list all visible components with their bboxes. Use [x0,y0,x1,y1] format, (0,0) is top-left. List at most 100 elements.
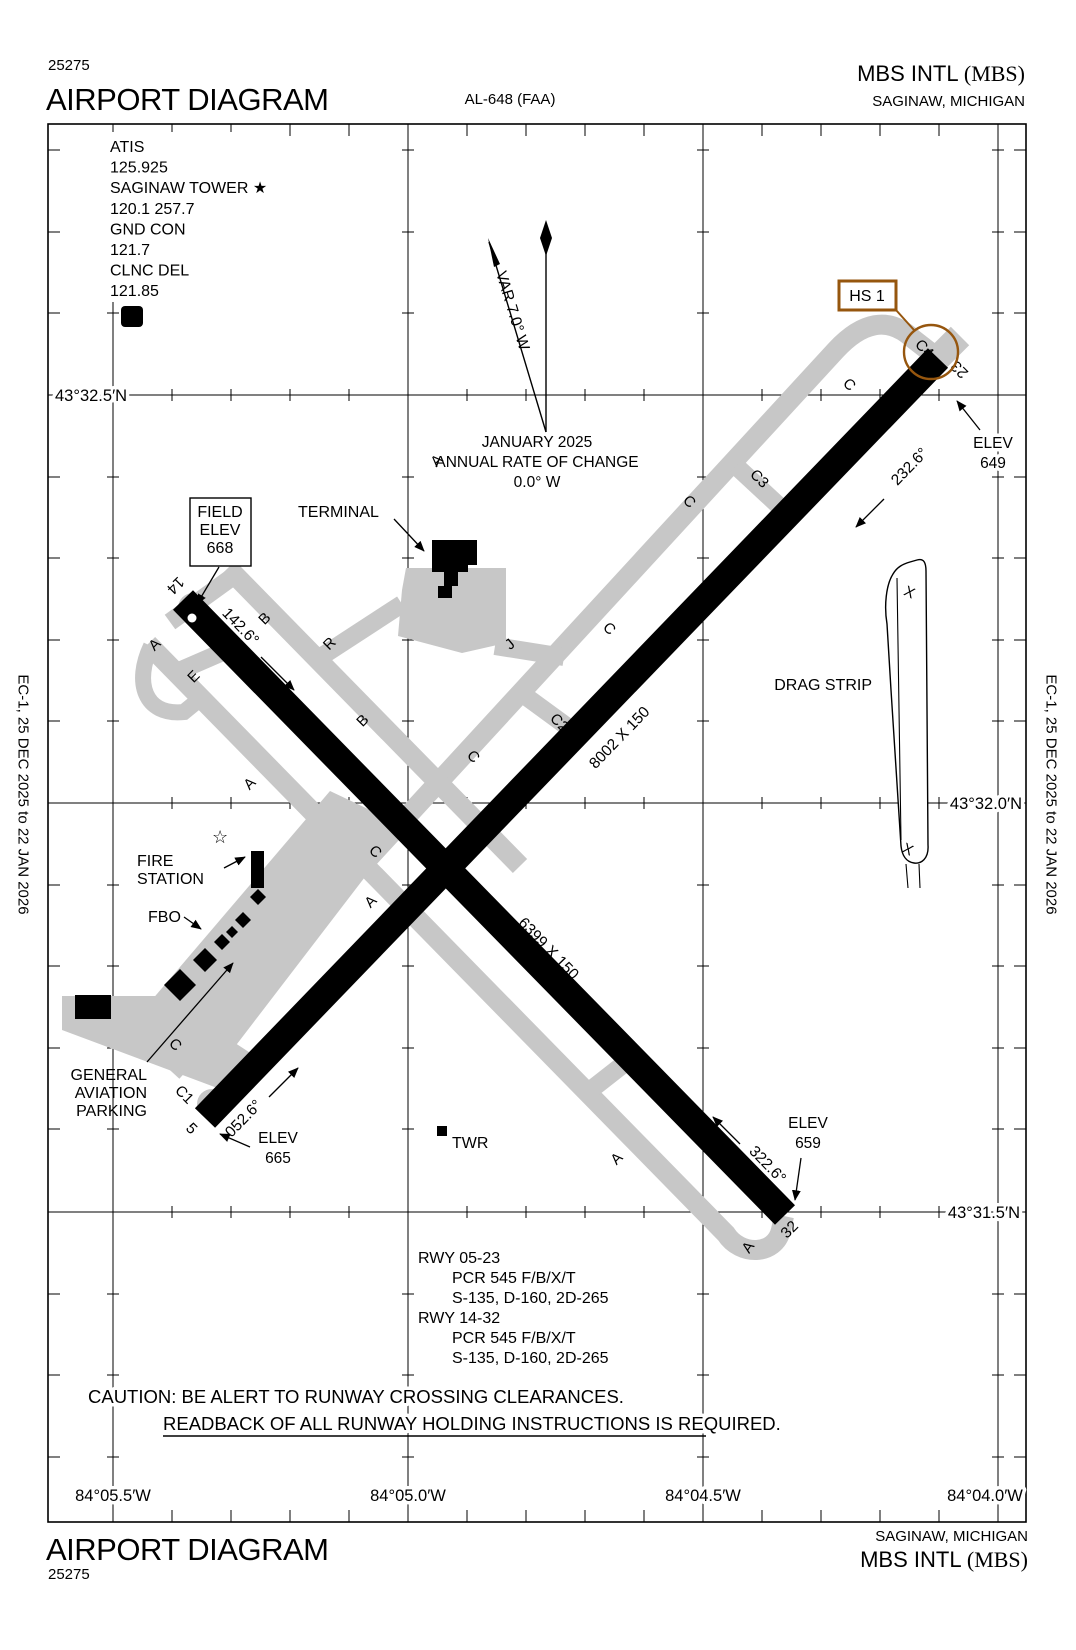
comm-line: 120.1 257.7 [110,201,195,218]
fire-station-label-2: STATION [137,871,204,888]
datis-icon [121,306,143,327]
comm-background [95,132,277,302]
runway-data-line: RWY 14-32 [418,1310,500,1327]
taxiway-label-c1: C1 [171,1082,197,1108]
procedure-id: AL-648 (FAA) [464,91,556,108]
caution-line1: CAUTION: BE ALERT TO RUNWAY CROSSING CLE… [88,1386,624,1407]
ga-building [75,995,111,1019]
runway-14-32 [172,590,796,1225]
ga-parking-label-1: GENERAL [71,1067,148,1084]
city-state-header: SAGINAW, MICHIGAN [872,93,1025,110]
magnetic-north-barb [488,238,500,267]
chart-number-top: 25275 [48,57,90,74]
fbo-building [226,926,238,938]
taxiway-label-a: A [607,1149,626,1168]
field-elev-rect [189,497,252,567]
elev-659-arrow [792,1157,802,1201]
taxiway-c3 [729,459,785,512]
field-elev-line1: FIELD [197,504,242,521]
fbo-building [164,969,196,1001]
runway-data-line: S-135, D-160, 2D-265 [452,1290,609,1307]
comm-line: SAGINAW TOWER ★ [110,180,267,197]
field-elev-line2: ELEV [200,522,241,539]
field-elev-line3: 668 [207,540,234,557]
airport-name-header: MBS INTL (MBS) [700,61,1025,87]
heading-322-arrow [712,1116,741,1145]
elev-649-arrow [956,400,981,431]
drag-strip: X X DRAG STRIP [771,558,929,889]
datis-letter: D [127,309,138,326]
elev-665-arrow [219,1133,251,1148]
terminal-building [432,540,477,598]
longitude-label: 84°05.0′W [370,1487,446,1505]
caution-line2: READBACK OF ALL RUNWAY HOLDING INSTRUCTI… [163,1413,781,1434]
elev-665-value: 665 [265,1150,291,1167]
airport-code-footer: (MBS) [966,1547,1028,1572]
fire-station-label-1: FIRE [137,853,173,870]
runway-23-heading: 232.6° [888,445,931,489]
field-elevation-point [187,613,197,623]
taxiway-b [220,561,528,873]
latitude-label: 43°31.5′N [948,1204,1020,1222]
runway-5-number: 5 [182,1120,200,1138]
drag-strip-outline [884,558,929,864]
runway-data-line: PCR 545 F/B/X/T [452,1330,576,1347]
fire-station-arrow [223,856,246,869]
footer-title: AIRPORT DIAGRAM [46,1532,329,1567]
taxiway-r [311,596,407,668]
elev-649-value: 649 [980,455,1006,472]
field-elevation-box: FIELD ELEV 668 [189,497,252,605]
caution-note: CAUTION: BE ALERT TO RUNWAY CROSSING CLE… [85,1383,785,1438]
drag-strip-inner [896,577,921,889]
building [250,889,266,905]
drag-strip-label: DRAG STRIP [774,677,872,694]
runway-14-number: 14 [163,573,187,597]
beacon-icon: ☆ [212,827,228,847]
field-elev-arrow [196,566,220,605]
variation-label: VAR 7.0° W [492,269,532,352]
airport-title: MBS INTL [857,61,958,86]
ga-parking-label-3: PARKING [76,1103,147,1120]
longitude-label: 84°04.5′W [665,1487,741,1505]
elev-659-label: ELEV [788,1115,828,1132]
city-state-footer: SAGINAW, MICHIGAN [875,1528,1028,1545]
taxiway-label-c: C [839,375,859,395]
fbo-building [193,948,217,972]
terminal-apron [398,568,506,653]
runway-05-23 [194,348,949,1128]
hot-spot-circle [902,323,960,381]
southwest-apron [145,791,404,1074]
fbo-building [214,934,230,950]
airport-name-footer: MBS INTL (MBS) [700,1547,1028,1573]
hot-spot-leader [895,309,915,331]
taxiway-a [140,637,794,1260]
buildings [75,540,477,1136]
taxiway-label-a: A [240,774,259,793]
fire-station-building [251,851,264,888]
taxiway-loop [135,642,212,721]
runways [172,348,949,1225]
tower-building [437,1126,447,1136]
comm-line: 125.925 [110,160,168,177]
compass-group: VAR 7.0° W JANUARY 2025 ANNUAL RATE OF C… [435,220,639,491]
latitude-label: 43°32.0′N [950,795,1022,813]
ga-parking-label-2: AVIATION [75,1085,147,1102]
taxiway-label-a: A [361,892,380,911]
facility-labels: TERMINAL FIRE STATION ☆ FBO GENERAL AVIA… [71,504,489,1152]
elev-659-value: 659 [795,1135,821,1152]
hot-spot-group: HS 1 [837,279,960,381]
longitude-label: 84°05.5′W [75,1487,151,1505]
airport-title-footer: MBS INTL [860,1547,961,1572]
runway-data-line: S-135, D-160, 2D-265 [452,1350,609,1367]
variation-date: JANUARY 2025 [482,434,593,451]
latitude-label: 43°32.5′N [55,387,127,405]
taxiway-j [493,637,566,666]
hot-spot-box [837,279,898,312]
annual-rate-label: ANNUAL RATE OF CHANGE [435,454,638,471]
longitude-label: 84°04.0′W [947,1487,1023,1505]
gradient-arrow [828,459,850,481]
page-title: AIRPORT DIAGRAM [46,82,329,117]
